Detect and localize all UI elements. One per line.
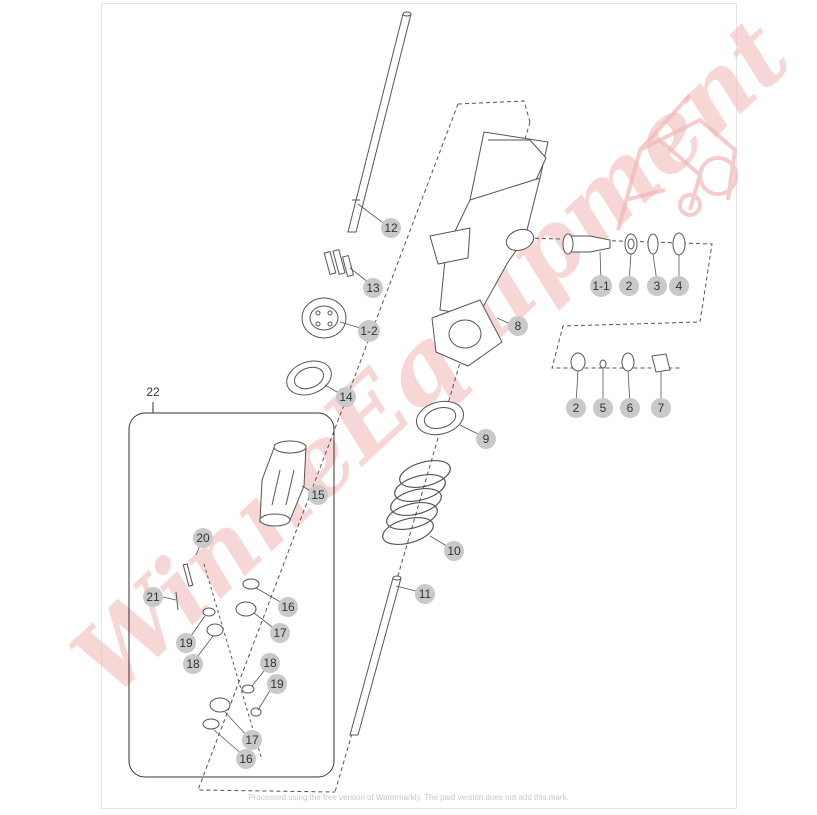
callout-2-upper: 2	[626, 279, 633, 293]
callout-12: 12	[384, 221, 398, 235]
callout-11: 11	[419, 587, 432, 601]
part-seal-14	[286, 360, 332, 396]
parts-row-lower-right	[570, 352, 671, 373]
part-sleeve-15	[259, 440, 307, 527]
callout-15: 15	[311, 488, 325, 502]
part-bolts	[323, 249, 355, 278]
group-label-22: 22	[146, 385, 160, 399]
callout-14: 14	[339, 390, 353, 404]
callout-5: 5	[600, 401, 607, 415]
part-rod-lower	[349, 575, 402, 736]
callout-18-left: 18	[186, 657, 200, 671]
callout-17-upper: 17	[273, 626, 287, 640]
callout-10: 10	[447, 544, 461, 558]
part-ring-9	[415, 400, 465, 436]
group-bracket-22	[128, 402, 335, 778]
callout-17-lower: 17	[245, 733, 259, 747]
callout-16-upper: 16	[281, 600, 295, 614]
callout-21: 21	[146, 590, 160, 604]
callout-7: 7	[658, 401, 665, 415]
callout-19-right: 19	[270, 677, 284, 691]
callout-13: 13	[366, 281, 380, 295]
callout-16-lower: 16	[239, 752, 253, 766]
callout-9: 9	[483, 432, 490, 446]
watermark-footer-note: Processed using the free version of Wate…	[248, 793, 569, 802]
callout-3: 3	[654, 279, 661, 293]
callout-6: 6	[627, 401, 634, 415]
watermark-tractor-logo	[616, 93, 738, 231]
part-rings-10	[382, 459, 451, 546]
part-housing-8	[429, 131, 549, 367]
part-rod-upper	[347, 11, 412, 233]
callout-2-lower: 2	[573, 401, 580, 415]
callout-18-right: 18	[263, 656, 277, 670]
callout-8: 8	[515, 319, 522, 333]
callout-circles	[143, 218, 689, 769]
diagram-frame	[101, 3, 737, 809]
callout-4: 4	[676, 279, 683, 293]
watermark-text: WinneEquipment	[51, 0, 811, 717]
group-22-small-parts	[175, 563, 263, 761]
callout-19-left: 19	[179, 636, 193, 650]
part-disc-1-2	[301, 297, 347, 339]
callout-20: 20	[196, 531, 210, 545]
parts-row-upper-right	[562, 232, 686, 256]
callout-1-1: 1-1	[592, 279, 610, 293]
callout-1-2: 1-2	[360, 324, 378, 338]
